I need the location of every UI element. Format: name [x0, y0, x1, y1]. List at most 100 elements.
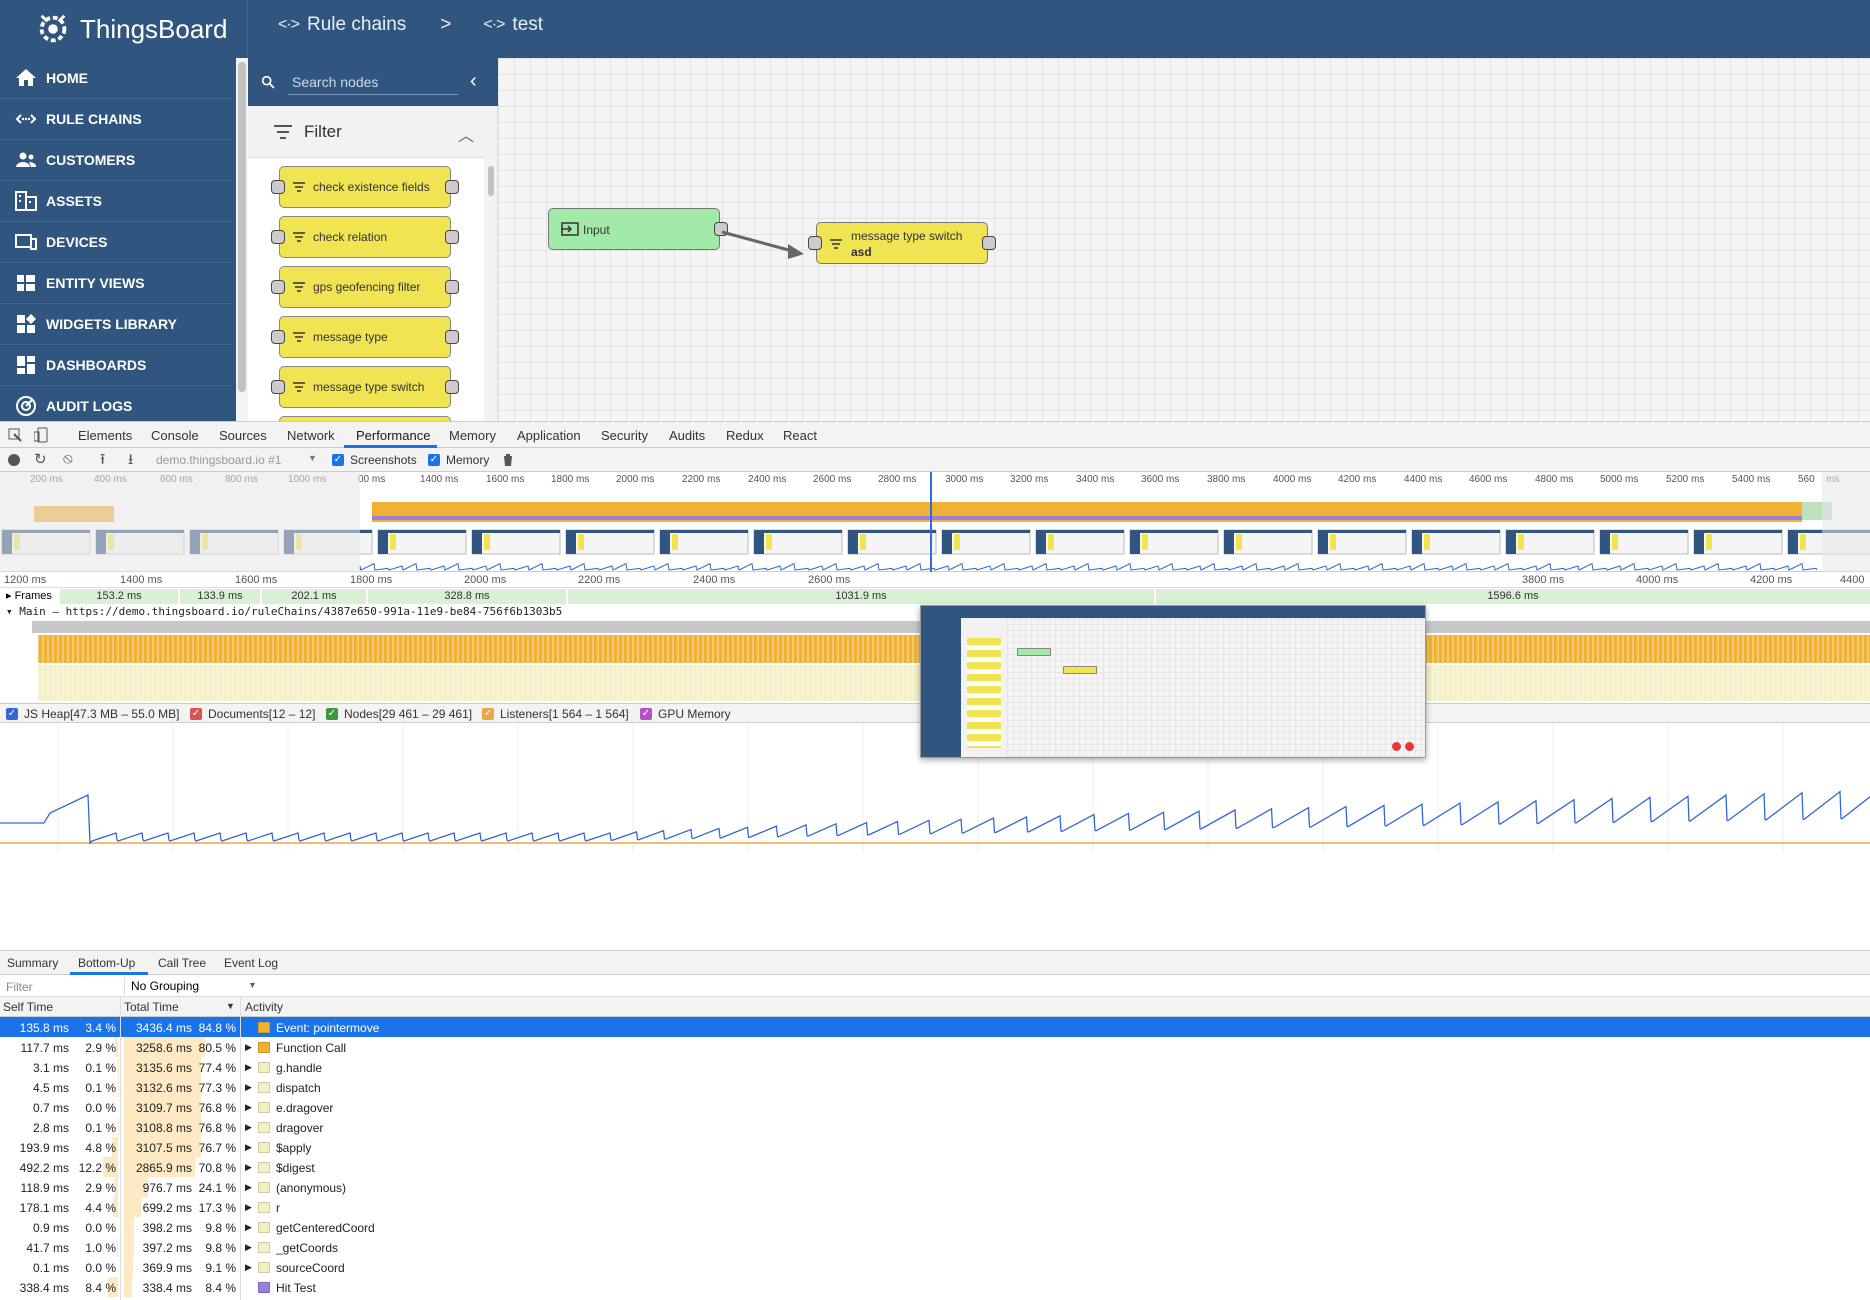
counter-checkbox[interactable]: ✓: [6, 708, 18, 720]
screenshot-thumb[interactable]: [659, 529, 749, 555]
sidebar-scrollbar[interactable]: [236, 58, 248, 421]
screenshot-thumb[interactable]: [1317, 529, 1407, 555]
counter-listeners[interactable]: ✓Listeners[1 564 – 1 564]: [482, 707, 629, 721]
tab-application[interactable]: Application: [517, 428, 581, 443]
expand-arrow-icon[interactable]: ▶: [245, 1122, 252, 1132]
screenshot-thumb[interactable]: [1129, 529, 1219, 555]
expand-arrow-icon[interactable]: ▶: [245, 1222, 252, 1232]
chevron-down-icon[interactable]: ▼: [308, 453, 317, 463]
screenshot-thumb[interactable]: [377, 529, 467, 555]
expand-arrow-icon[interactable]: ▶: [245, 1202, 252, 1212]
sidebar-item-rule-chains[interactable]: RULE CHAINS: [0, 99, 232, 140]
counter-documents[interactable]: ✓Documents[12 – 12]: [190, 707, 315, 721]
column-self-time[interactable]: Self Time: [3, 1000, 54, 1014]
upload-icon[interactable]: ⭱: [100, 451, 106, 468]
screenshot-thumb[interactable]: [471, 529, 561, 555]
search-input[interactable]: Search nodes: [292, 74, 379, 90]
tab-sources[interactable]: Sources: [219, 428, 267, 443]
library-node[interactable]: gps geofencing filter: [271, 266, 459, 308]
node-group-header[interactable]: Filter ︿: [248, 106, 484, 158]
node-output-port[interactable]: [982, 236, 996, 250]
chevron-down-icon[interactable]: ▼: [248, 980, 257, 990]
screenshot-thumb[interactable]: [1411, 529, 1501, 555]
memory-checkbox[interactable]: ✓: [428, 454, 440, 466]
message-type-switch-node[interactable]: message type switch asd: [808, 222, 996, 264]
screenshot-thumb[interactable]: [1693, 529, 1783, 555]
frames-label[interactable]: ▸ Frames: [6, 590, 52, 602]
sidebar-item-widgets-library[interactable]: WIDGETS LIBRARY: [0, 304, 232, 345]
tab-elements[interactable]: Elements: [78, 428, 133, 443]
frame-cell[interactable]: 202.1 ms: [262, 589, 366, 604]
expand-arrow-icon[interactable]: ▶: [245, 1042, 252, 1052]
device-toolbar-icon[interactable]: [34, 427, 48, 443]
chevron-up-icon[interactable]: ︿: [458, 128, 475, 145]
column-total-time[interactable]: Total Time: [124, 1000, 179, 1014]
target-select[interactable]: demo.thingsboard.io #1: [156, 453, 282, 467]
frame-cell[interactable]: 1031.9 ms: [568, 589, 1154, 604]
expand-arrow-icon[interactable]: ▶: [245, 1242, 252, 1252]
frame-cell[interactable]: 133.9 ms: [180, 589, 260, 604]
screenshots-checkbox[interactable]: ✓: [332, 454, 344, 466]
filter-input[interactable]: Filter: [6, 980, 33, 994]
expand-arrow-icon[interactable]: ▶: [245, 1262, 252, 1272]
collapse-library-chevron-icon[interactable]: ‹: [470, 70, 477, 92]
column-activity[interactable]: Activity: [245, 1000, 284, 1014]
reload-icon[interactable]: ↻: [34, 451, 47, 468]
node-output-port[interactable]: [445, 180, 459, 194]
node-input-port[interactable]: [271, 230, 285, 244]
expand-arrow-icon[interactable]: ▶: [245, 1162, 252, 1172]
node-output-port[interactable]: [445, 330, 459, 344]
screenshot-thumb[interactable]: [847, 529, 937, 555]
node-input-port[interactable]: [271, 280, 285, 294]
frame-cell[interactable]: 153.2 ms: [60, 589, 178, 604]
tab-summary[interactable]: Summary: [7, 956, 59, 970]
node-input-port[interactable]: [808, 236, 822, 250]
breadcrumb-test[interactable]: <·>test: [483, 14, 543, 36]
screenshot-thumb[interactable]: [1505, 529, 1595, 555]
library-node[interactable]: message type switch: [271, 366, 459, 408]
tab-security[interactable]: Security: [601, 428, 648, 443]
screenshot-thumb[interactable]: [941, 529, 1031, 555]
breadcrumb-rule-chains[interactable]: <·>Rule chains: [278, 14, 406, 36]
expand-arrow-icon[interactable]: ▶: [245, 1142, 252, 1152]
overview-unselected-region[interactable]: [0, 472, 360, 572]
library-scrollbar[interactable]: [486, 108, 496, 418]
screenshot-thumb[interactable]: [1035, 529, 1125, 555]
node-output-port[interactable]: [445, 280, 459, 294]
sidebar-scroll-thumb[interactable]: [238, 62, 246, 392]
frame-cell[interactable]: 328.8 ms: [368, 589, 566, 604]
tab-react[interactable]: React: [783, 428, 817, 443]
node-input-port[interactable]: [271, 330, 285, 344]
tab-memory[interactable]: Memory: [449, 428, 496, 443]
node-output-port[interactable]: [445, 380, 459, 394]
library-node[interactable]: check relation: [271, 216, 459, 258]
frame-cell[interactable]: 1596.6 ms: [1156, 589, 1870, 604]
sidebar-item-entity-views[interactable]: ENTITY VIEWS: [0, 263, 232, 304]
record-icon[interactable]: [8, 454, 20, 466]
overview-unselected-region[interactable]: [1822, 472, 1870, 572]
counter-checkbox[interactable]: ✓: [190, 708, 202, 720]
frames-track[interactable]: ▸ Frames 153.2 ms 133.9 ms 202.1 ms 328.…: [0, 588, 1870, 605]
tab-console[interactable]: Console: [151, 428, 199, 443]
screenshot-thumb[interactable]: [1599, 529, 1689, 555]
tab-audits[interactable]: Audits: [669, 428, 706, 443]
trash-icon[interactable]: [502, 453, 514, 467]
sidebar-item-assets[interactable]: ASSETS: [0, 181, 232, 222]
clear-icon[interactable]: ⦸: [63, 450, 73, 467]
app-logo[interactable]: ThingsBoard: [0, 0, 248, 58]
tab-call-tree[interactable]: Call Tree: [158, 956, 207, 970]
sidebar-item-devices[interactable]: DEVICES: [0, 222, 232, 263]
